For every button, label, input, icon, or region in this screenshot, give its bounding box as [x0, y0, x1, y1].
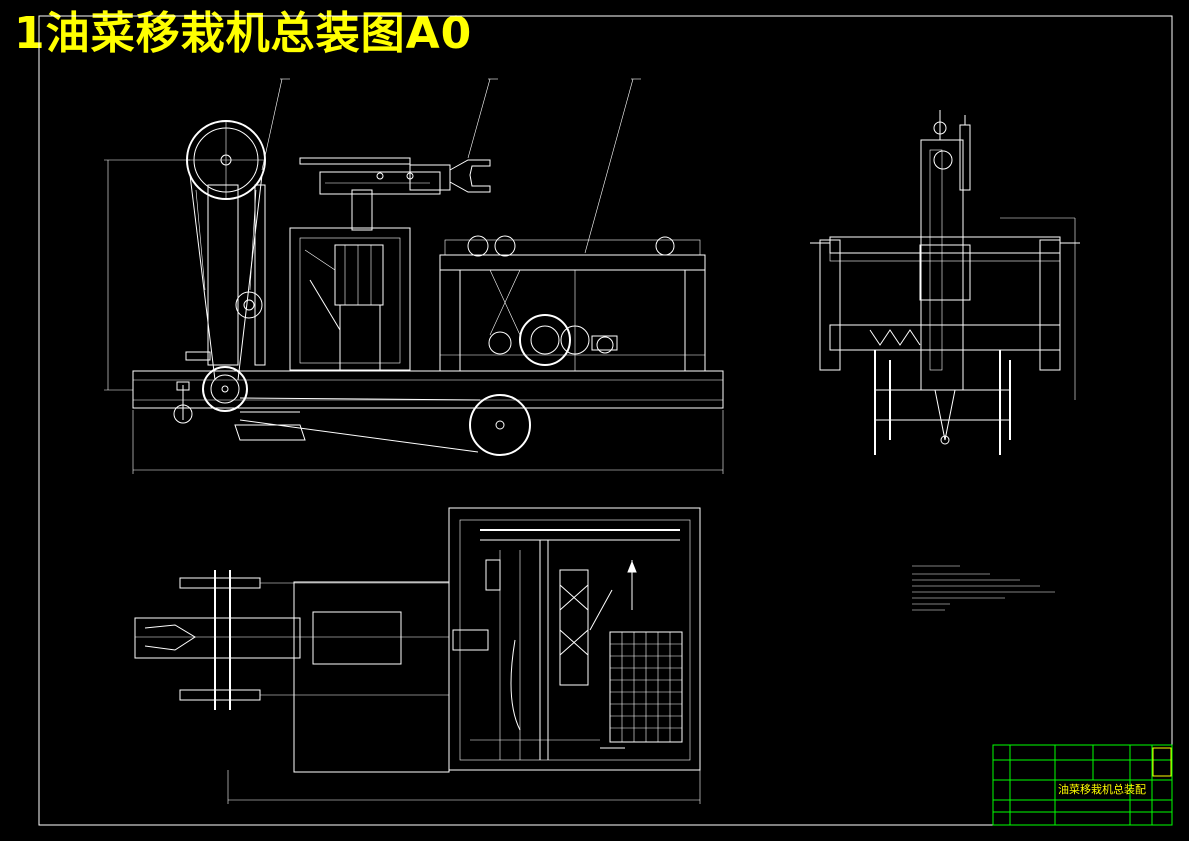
technical-notes — [912, 565, 1055, 611]
side-view — [810, 110, 1080, 455]
drawing-frame — [38, 15, 1173, 826]
top-view — [134, 507, 701, 804]
title-block-drawing-name: 油菜移栽机总装配 — [1058, 783, 1146, 796]
title-block — [992, 744, 1173, 826]
front-view — [104, 78, 724, 474]
drawing-title: 1油菜移栽机总装图A0 — [14, 8, 473, 59]
